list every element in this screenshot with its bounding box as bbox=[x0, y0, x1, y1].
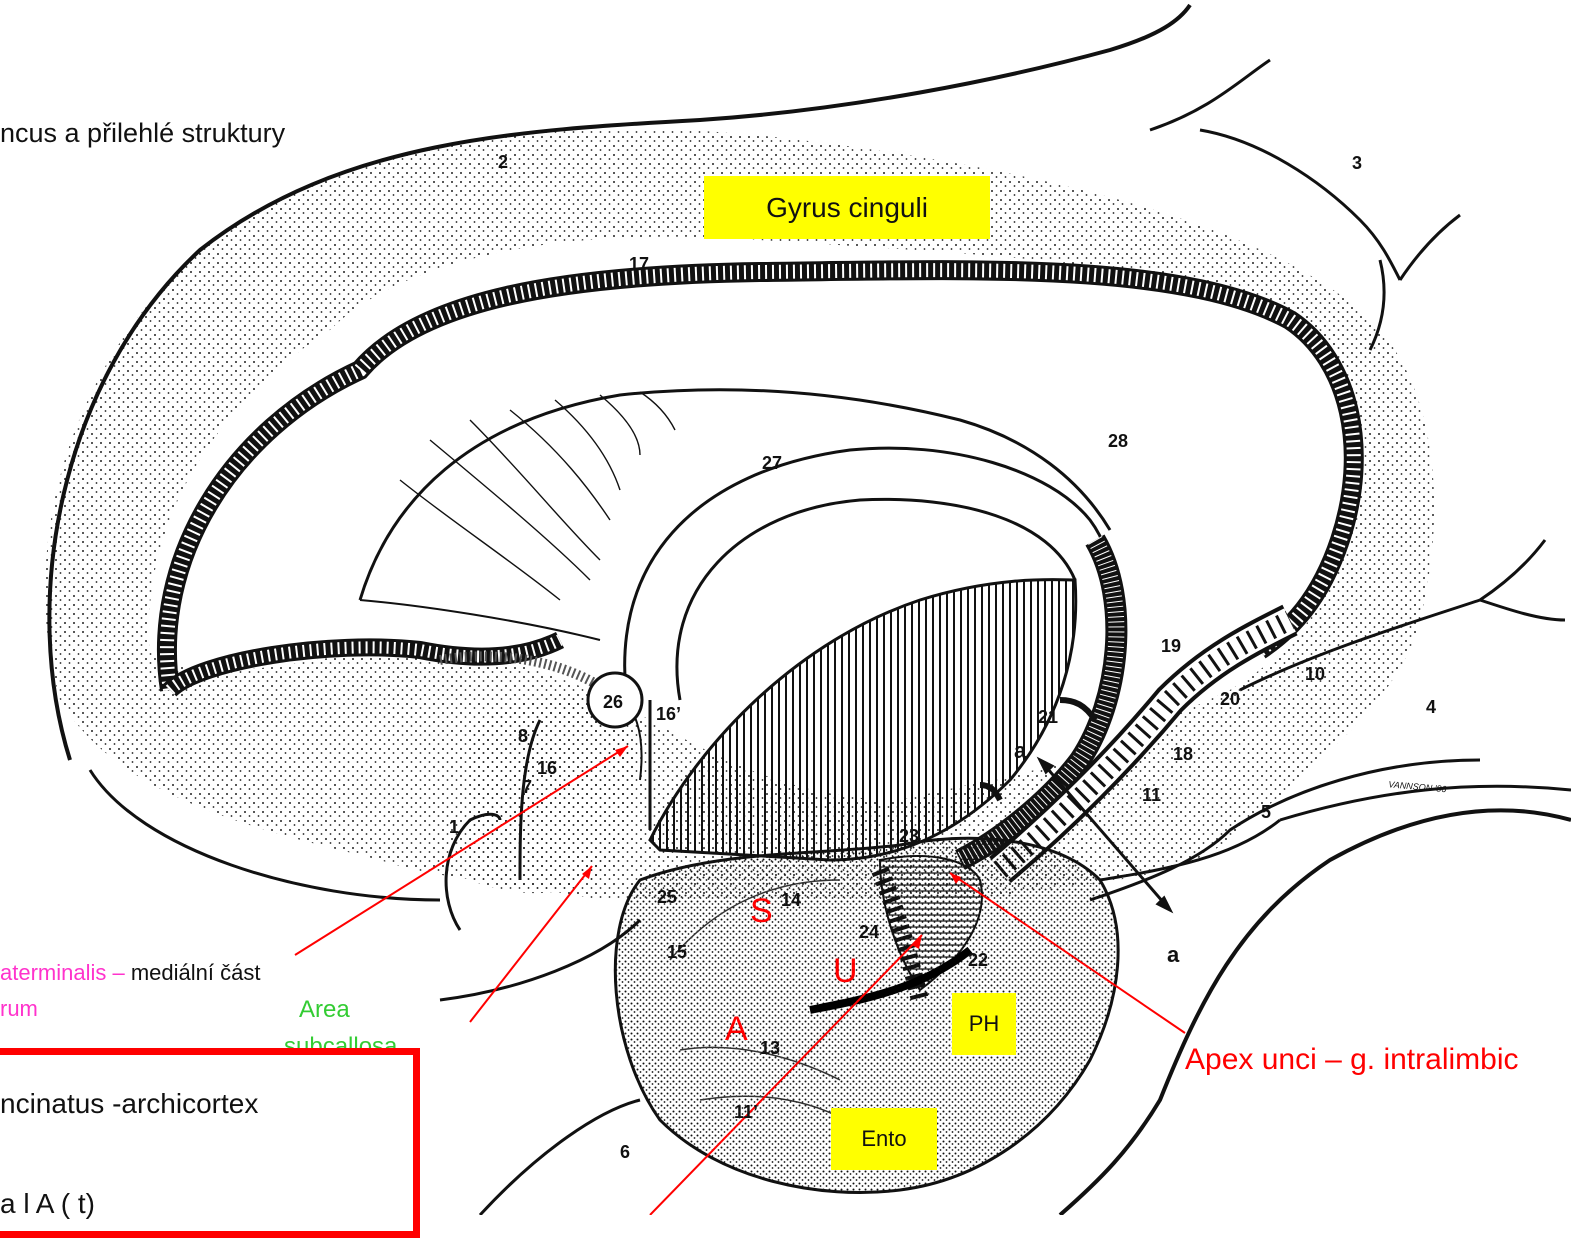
label-25: 25 bbox=[657, 887, 677, 907]
letter-s: S bbox=[750, 892, 773, 930]
label-gyrus-cinguli: Gyrus cinguli bbox=[704, 176, 990, 239]
label-28: 28 bbox=[1108, 431, 1128, 451]
label-24: 24 bbox=[859, 922, 879, 942]
label-ph: PH bbox=[952, 993, 1016, 1055]
label-15: 15 bbox=[667, 942, 687, 962]
label-6: 6 bbox=[620, 1142, 630, 1162]
label-2: 2 bbox=[498, 152, 508, 172]
label-7: 7 bbox=[522, 777, 532, 797]
stria-black-text: mediální část bbox=[131, 960, 261, 985]
stria-magenta-text: aterminalis – bbox=[0, 960, 125, 985]
letter-a: A bbox=[725, 1010, 748, 1048]
label-20: 20 bbox=[1220, 689, 1240, 709]
box-text-line2: a l A ( t) bbox=[0, 1188, 95, 1220]
label-16: 16 bbox=[537, 758, 557, 778]
label-a-lower: a bbox=[1167, 942, 1180, 967]
label-11p: 11’ bbox=[734, 1102, 758, 1122]
label-10: 10 bbox=[1305, 664, 1325, 684]
label-27: 27 bbox=[762, 453, 782, 473]
label-21: 21 bbox=[1038, 707, 1058, 727]
label-4: 4 bbox=[1426, 697, 1436, 717]
area-subcallosa-line1: Area bbox=[299, 996, 350, 1024]
label-8: 8 bbox=[518, 726, 528, 746]
stria-terminalis-label: aterminalis – mediální část bbox=[0, 960, 260, 986]
box-text-line1: ncinatus -archicortex bbox=[0, 1088, 258, 1120]
label-16p: 16’ bbox=[656, 704, 681, 724]
label-11: 11 bbox=[1142, 785, 1161, 805]
label-1: 1 bbox=[449, 817, 459, 837]
label-ento: Ento bbox=[831, 1108, 937, 1170]
label-26: 26 bbox=[603, 692, 623, 712]
page-title: ncus a přilehlé struktury bbox=[0, 118, 285, 149]
label-19: 19 bbox=[1161, 636, 1181, 656]
label-23: 23 bbox=[899, 826, 919, 846]
label-a-upper: a bbox=[1014, 738, 1027, 763]
letter-u: U bbox=[833, 952, 858, 990]
label-14: 14 bbox=[781, 890, 801, 910]
label-3: 3 bbox=[1352, 153, 1362, 173]
label-17: 17 bbox=[629, 254, 649, 274]
stria-second-line: rum bbox=[0, 996, 38, 1022]
label-5: 5 bbox=[1261, 802, 1271, 822]
label-13: 13 bbox=[760, 1038, 780, 1058]
label-18: 18 bbox=[1173, 744, 1193, 764]
label-22: 22 bbox=[968, 950, 988, 970]
apex-unci-label: Apex unci – g. intralimbic bbox=[1185, 1043, 1519, 1077]
